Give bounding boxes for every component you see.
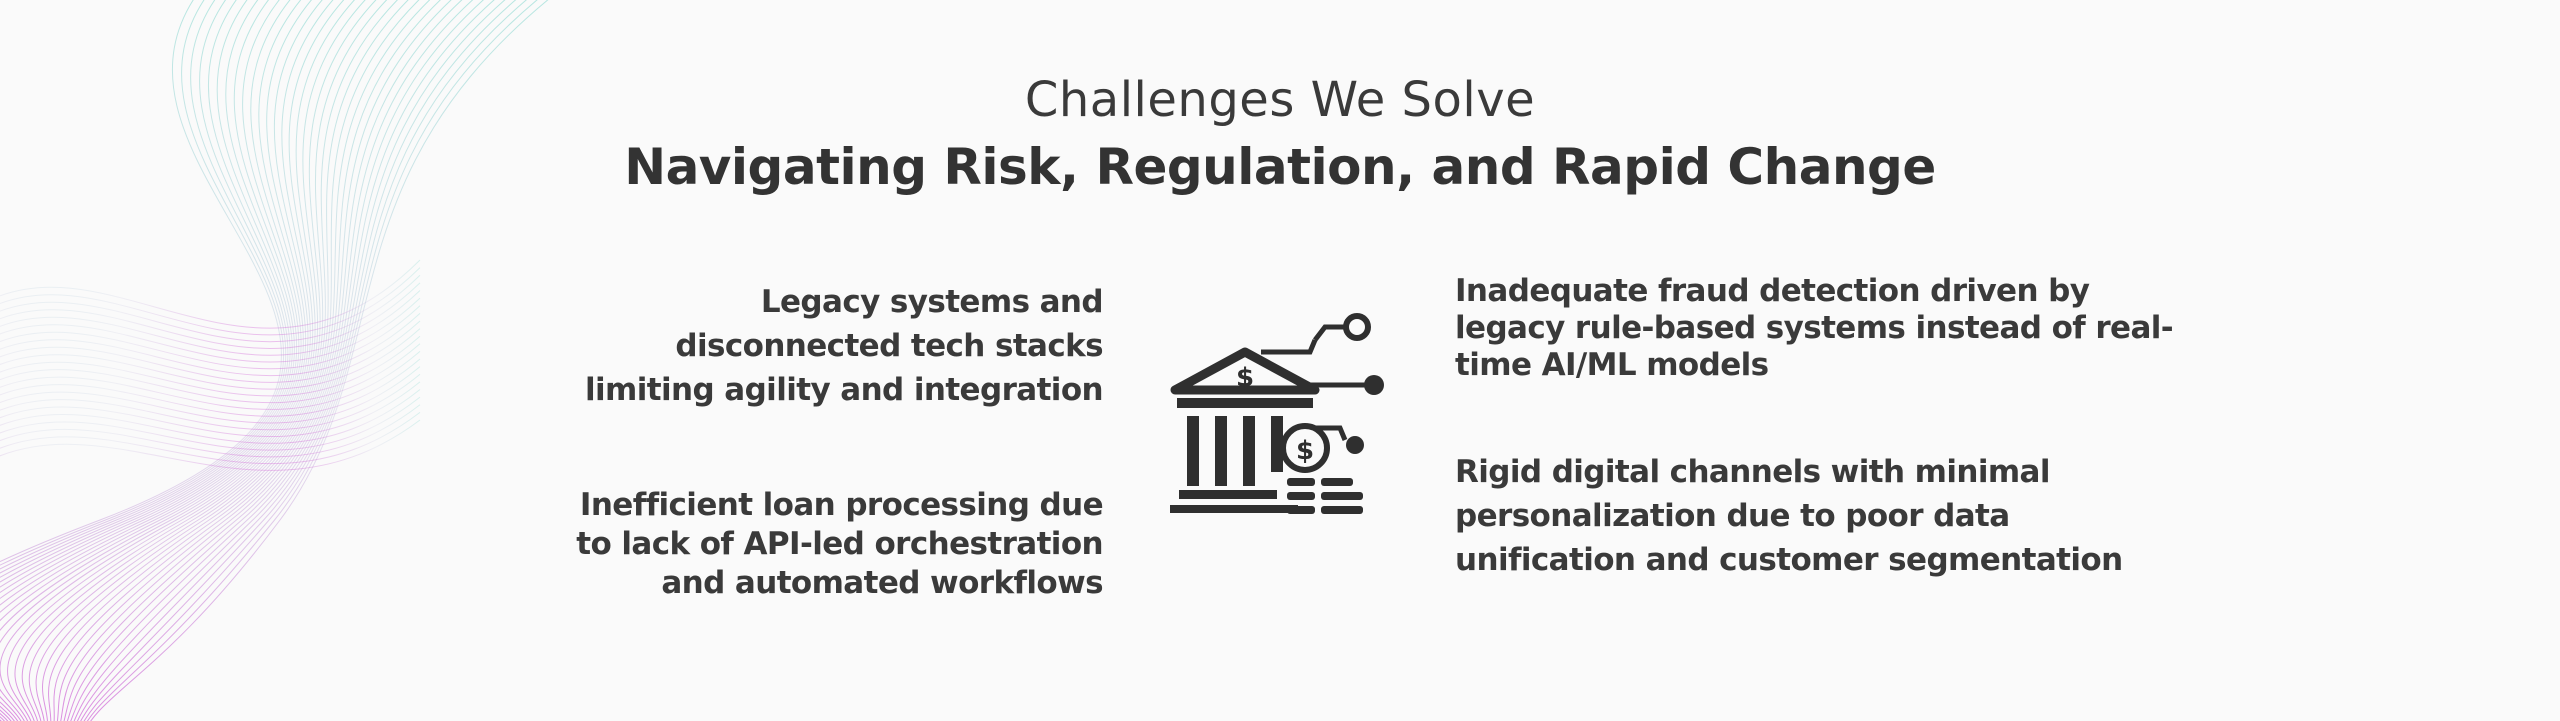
wave-lines-decoration xyxy=(0,0,549,721)
wave-line xyxy=(0,297,421,363)
wave-line xyxy=(0,305,421,370)
wave-line xyxy=(0,0,293,583)
wave-line xyxy=(0,0,324,721)
wave-line xyxy=(0,328,421,390)
wave-line xyxy=(0,0,300,721)
wave-line xyxy=(63,0,463,721)
wave-line xyxy=(0,0,295,721)
wave-line xyxy=(80,0,517,721)
wave-line xyxy=(0,320,421,383)
section-title: Navigating Risk, Regulation, and Rapid C… xyxy=(624,138,1936,196)
wave-line xyxy=(0,358,421,417)
challenge-legacy-systems: Legacy systems and disconnected tech sta… xyxy=(584,284,1104,408)
svg-text:$: $ xyxy=(1236,363,1254,393)
wave-line xyxy=(0,312,421,377)
wave-line xyxy=(0,290,421,356)
wave-line xyxy=(28,0,388,721)
wave-line xyxy=(0,389,421,444)
wave-line xyxy=(0,0,282,563)
challenge-fraud-detection: Inadequate fraud detection driven by leg… xyxy=(1455,273,2174,383)
challenge-digital-channels: Rigid digital channels with minimal pers… xyxy=(1455,454,2123,578)
wave-line xyxy=(0,404,421,458)
wave-line xyxy=(0,366,421,424)
wave-line xyxy=(0,0,302,721)
wave-line xyxy=(76,0,506,721)
wave-line xyxy=(14,0,367,721)
wave-line xyxy=(7,0,356,721)
svg-text:$: $ xyxy=(1296,436,1314,466)
wave-line xyxy=(0,411,421,465)
wave-line xyxy=(0,0,291,579)
wave-line xyxy=(0,0,334,721)
wave-line xyxy=(0,373,421,431)
wave-line xyxy=(0,351,421,410)
wave-line xyxy=(0,0,289,574)
wave-line xyxy=(0,259,421,329)
wave-line xyxy=(35,0,399,721)
wave-line xyxy=(0,0,298,721)
wave-line xyxy=(0,335,421,397)
wave-line xyxy=(0,419,421,471)
wave-line xyxy=(86,0,538,721)
wave-line xyxy=(66,0,474,721)
wave-line xyxy=(73,0,495,721)
wave-line xyxy=(0,267,421,336)
wave-line xyxy=(0,0,287,570)
bank-network-icon: $ $ xyxy=(1170,313,1384,514)
wave-line xyxy=(0,0,285,566)
wave-line xyxy=(0,0,304,721)
wave-line xyxy=(0,274,421,343)
wave-line xyxy=(48,0,420,721)
wave-line xyxy=(0,0,345,721)
wave-line xyxy=(60,0,453,721)
wave-line xyxy=(0,282,421,349)
wave-line xyxy=(70,0,485,721)
challenge-loan-processing: Inefficient loan processing due to lack … xyxy=(576,487,1103,601)
wave-line xyxy=(0,343,421,404)
section-eyebrow: Challenges We Solve xyxy=(1024,72,1536,128)
wave-line xyxy=(0,381,421,438)
wave-line xyxy=(21,0,377,721)
wave-line xyxy=(90,0,549,721)
wave-line xyxy=(0,0,313,721)
wave-line xyxy=(56,0,442,721)
wave-line xyxy=(53,0,431,721)
wave-line xyxy=(0,396,421,451)
wave-line xyxy=(83,0,528,721)
